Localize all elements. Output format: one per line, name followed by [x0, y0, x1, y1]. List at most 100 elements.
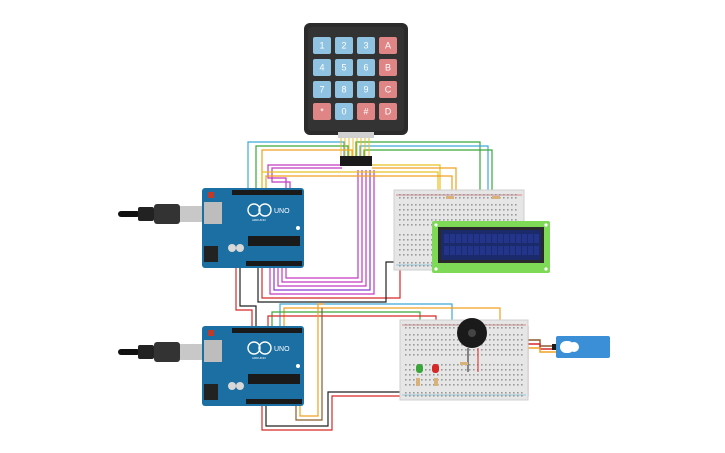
breadboard-hole [425, 364, 427, 366]
breadboard-hole [495, 219, 497, 221]
breadboard-hole [433, 354, 435, 356]
breadboard-hole [491, 194, 493, 196]
breadboard-hole [457, 324, 459, 326]
breadboard-hole [449, 339, 451, 341]
breadboard-hole [419, 214, 421, 216]
breadboard-hole [427, 265, 429, 267]
breadboard-hole [427, 262, 429, 264]
breadboard-hole [501, 395, 503, 397]
breadboard-hole [505, 379, 507, 381]
breadboard-hole [513, 369, 515, 371]
breadboard-hole [399, 234, 401, 236]
breadboard-hole [399, 262, 401, 264]
breadboard-hole [399, 214, 401, 216]
breadboard-hole [505, 327, 507, 329]
breadboard-hole [471, 219, 473, 221]
breadboard-hole [427, 214, 429, 216]
breadboard-hole [431, 244, 433, 246]
breadboard-hole [441, 354, 443, 356]
breadboard-hole [493, 324, 495, 326]
breadboard-hole [445, 339, 447, 341]
breadboard-hole [505, 354, 507, 356]
breadboard-hole [509, 354, 511, 356]
wire-brown-bottom [295, 308, 323, 421]
breadboard-hole [479, 214, 481, 216]
breadboard-hole [477, 374, 479, 376]
keypad-key-face [335, 59, 353, 76]
breadboard-hole [425, 324, 427, 326]
breadboard-hole [497, 369, 499, 371]
breadboard-hole [437, 349, 439, 351]
breadboard-hole [415, 197, 417, 199]
keypad-key-face [357, 103, 375, 120]
breadboard-hole [445, 324, 447, 326]
keypad-key-face [335, 103, 353, 120]
breadboard-hole [449, 369, 451, 371]
breadboard-hole [455, 214, 457, 216]
usb-cable-bottom [118, 342, 204, 362]
breadboard-hole [509, 349, 511, 351]
breadboard-hole [521, 392, 523, 394]
breadboard-hole [489, 334, 491, 336]
keypad-key-label: 5 [341, 63, 346, 73]
keypad-key: 1 [313, 37, 331, 54]
breadboard-hole [513, 339, 515, 341]
breadboard-hole [431, 262, 433, 264]
breadboard-hole [487, 209, 489, 211]
breadboard-hole [495, 209, 497, 211]
breadboard-hole [493, 327, 495, 329]
breadboard-hole [513, 364, 515, 366]
keypad-header-connector [340, 156, 372, 166]
breadboard-hole [405, 344, 407, 346]
wire-keypad-blue [359, 145, 489, 198]
breadboard-hole [513, 334, 515, 336]
breadboard-hole [495, 204, 497, 206]
breadboard-hole [509, 344, 511, 346]
breadboard-hole [509, 327, 511, 329]
breadboard-hole [489, 354, 491, 356]
breadboard-hole [409, 395, 411, 397]
breadboard-hole [421, 384, 423, 386]
breadboard-hole [429, 327, 431, 329]
breadboard-hole [493, 384, 495, 386]
breadboard-hole [475, 214, 477, 216]
breadboard-hole [509, 379, 511, 381]
breadboard-hole [507, 214, 509, 216]
breadboard-hole [419, 224, 421, 226]
breadboard-hole [475, 197, 477, 199]
keypad-key: 2 [335, 37, 353, 54]
breadboard-hole [473, 364, 475, 366]
breadboard-hole [421, 339, 423, 341]
breadboard-hole [477, 392, 479, 394]
breadboard-hole [457, 392, 459, 394]
breadboard-hole [413, 334, 415, 336]
breadboard-hole [429, 379, 431, 381]
breadboard-hole [511, 214, 513, 216]
breadboard-hole [479, 197, 481, 199]
breadboard-hole [453, 374, 455, 376]
breadboard-hole [413, 327, 415, 329]
breadboard-hole [509, 392, 511, 394]
breadboard-hole [471, 209, 473, 211]
breadboard-hole [521, 354, 523, 356]
lcd-cell [492, 246, 497, 255]
breadboard-hole [513, 324, 515, 326]
breadboard-hole [455, 209, 457, 211]
keypad-key-face [357, 81, 375, 98]
breadboard-hole [453, 344, 455, 346]
wire-keypad-green-1 [255, 145, 349, 190]
breadboard-hole [513, 344, 515, 346]
breadboard-hole [453, 395, 455, 397]
breadboard-hole [427, 244, 429, 246]
breadboard-hole [441, 395, 443, 397]
breadboard-hole [449, 364, 451, 366]
keypad-key: 5 [335, 59, 353, 76]
breadboard-hole [417, 349, 419, 351]
breadboard-hole [443, 194, 445, 196]
breadboard-hole [459, 197, 461, 199]
breadboard-hole [431, 224, 433, 226]
lcd-cell [504, 234, 509, 243]
breadboard-hole [431, 254, 433, 256]
breadboard-hole [467, 209, 469, 211]
lcd-cell [528, 234, 533, 243]
